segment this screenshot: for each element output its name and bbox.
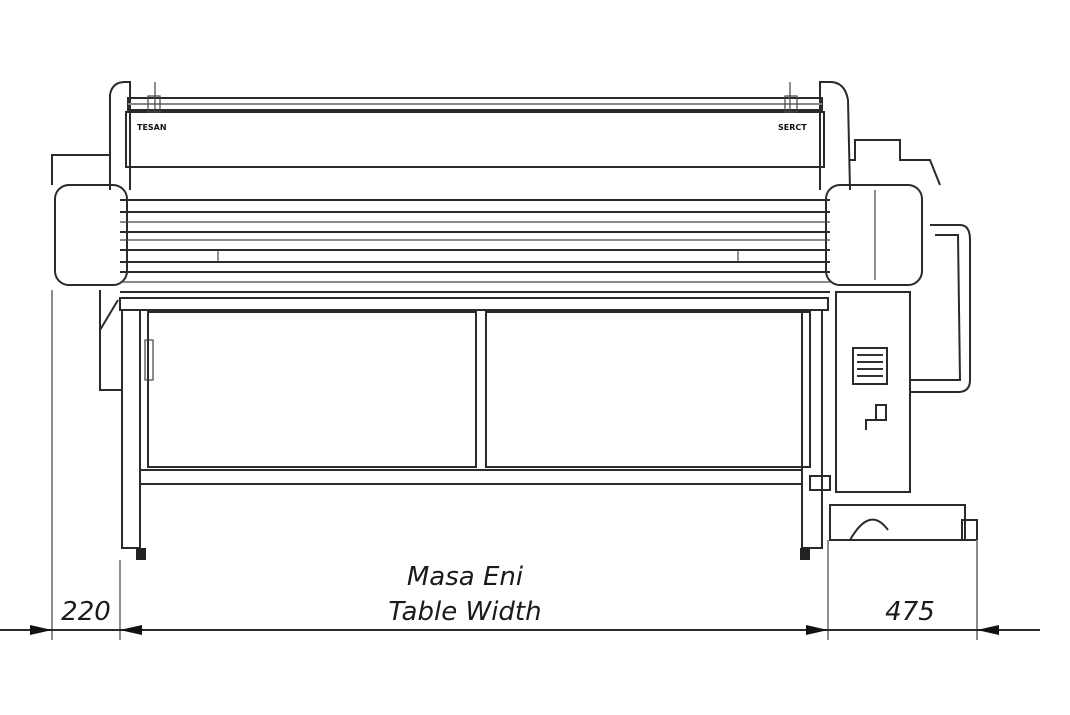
dim-right-label: 475 [885,597,935,627]
control-cabinet [809,224,978,541]
left-end-cap [54,184,128,286]
dim-left-label: 220 [61,597,111,627]
dimension-lines [0,290,1040,640]
table-frame [99,290,829,560]
right-end-cap [825,184,923,286]
top-housing: TESAN SERCT [109,81,851,191]
logo-right: SERCT [778,123,807,132]
table-width-label-tr: Masa Eni [407,562,524,592]
vent-grille [852,347,888,385]
logo-left: TESAN [137,123,167,132]
table-width-label-en: Table Width [388,597,541,627]
rollers [120,199,830,293]
